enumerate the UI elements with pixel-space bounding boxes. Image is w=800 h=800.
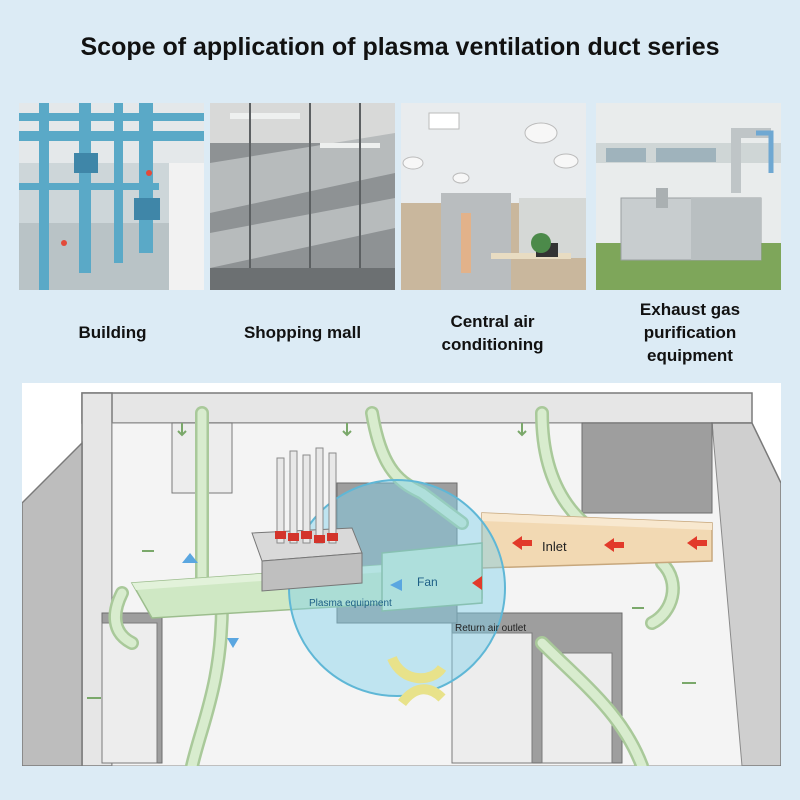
ventilation-diagram: Inlet Fan Plasma equipment Return air ou… xyxy=(22,383,781,766)
caption-exhaust-gas: Exhaust gas purification equipment xyxy=(639,300,741,365)
shopping-mall-photo xyxy=(210,103,395,290)
inlet-label: Inlet xyxy=(542,539,567,554)
inlet-flow-arrows xyxy=(472,536,707,590)
plasma-equipment-label: Plasma equipment xyxy=(309,598,392,609)
vent-icons xyxy=(87,423,696,699)
supply-flow-arrows xyxy=(182,553,402,648)
building-photo xyxy=(19,103,204,290)
return-air-outlet-label: Return air outlet xyxy=(455,623,526,634)
central-air-photo xyxy=(401,103,586,290)
plasma-device xyxy=(251,447,363,592)
fan-label: Fan xyxy=(417,575,438,589)
fan-unit xyxy=(381,542,483,612)
caption-building: Building xyxy=(78,323,147,342)
exhaust-purifier-photo xyxy=(596,103,781,290)
caption-shopping-mall: Shopping mall xyxy=(243,323,362,342)
return-air-arrow xyxy=(387,655,447,684)
caption-central-air: Central air conditioning xyxy=(441,312,544,354)
page-title: Scope of application of plasma ventilati… xyxy=(80,33,720,61)
